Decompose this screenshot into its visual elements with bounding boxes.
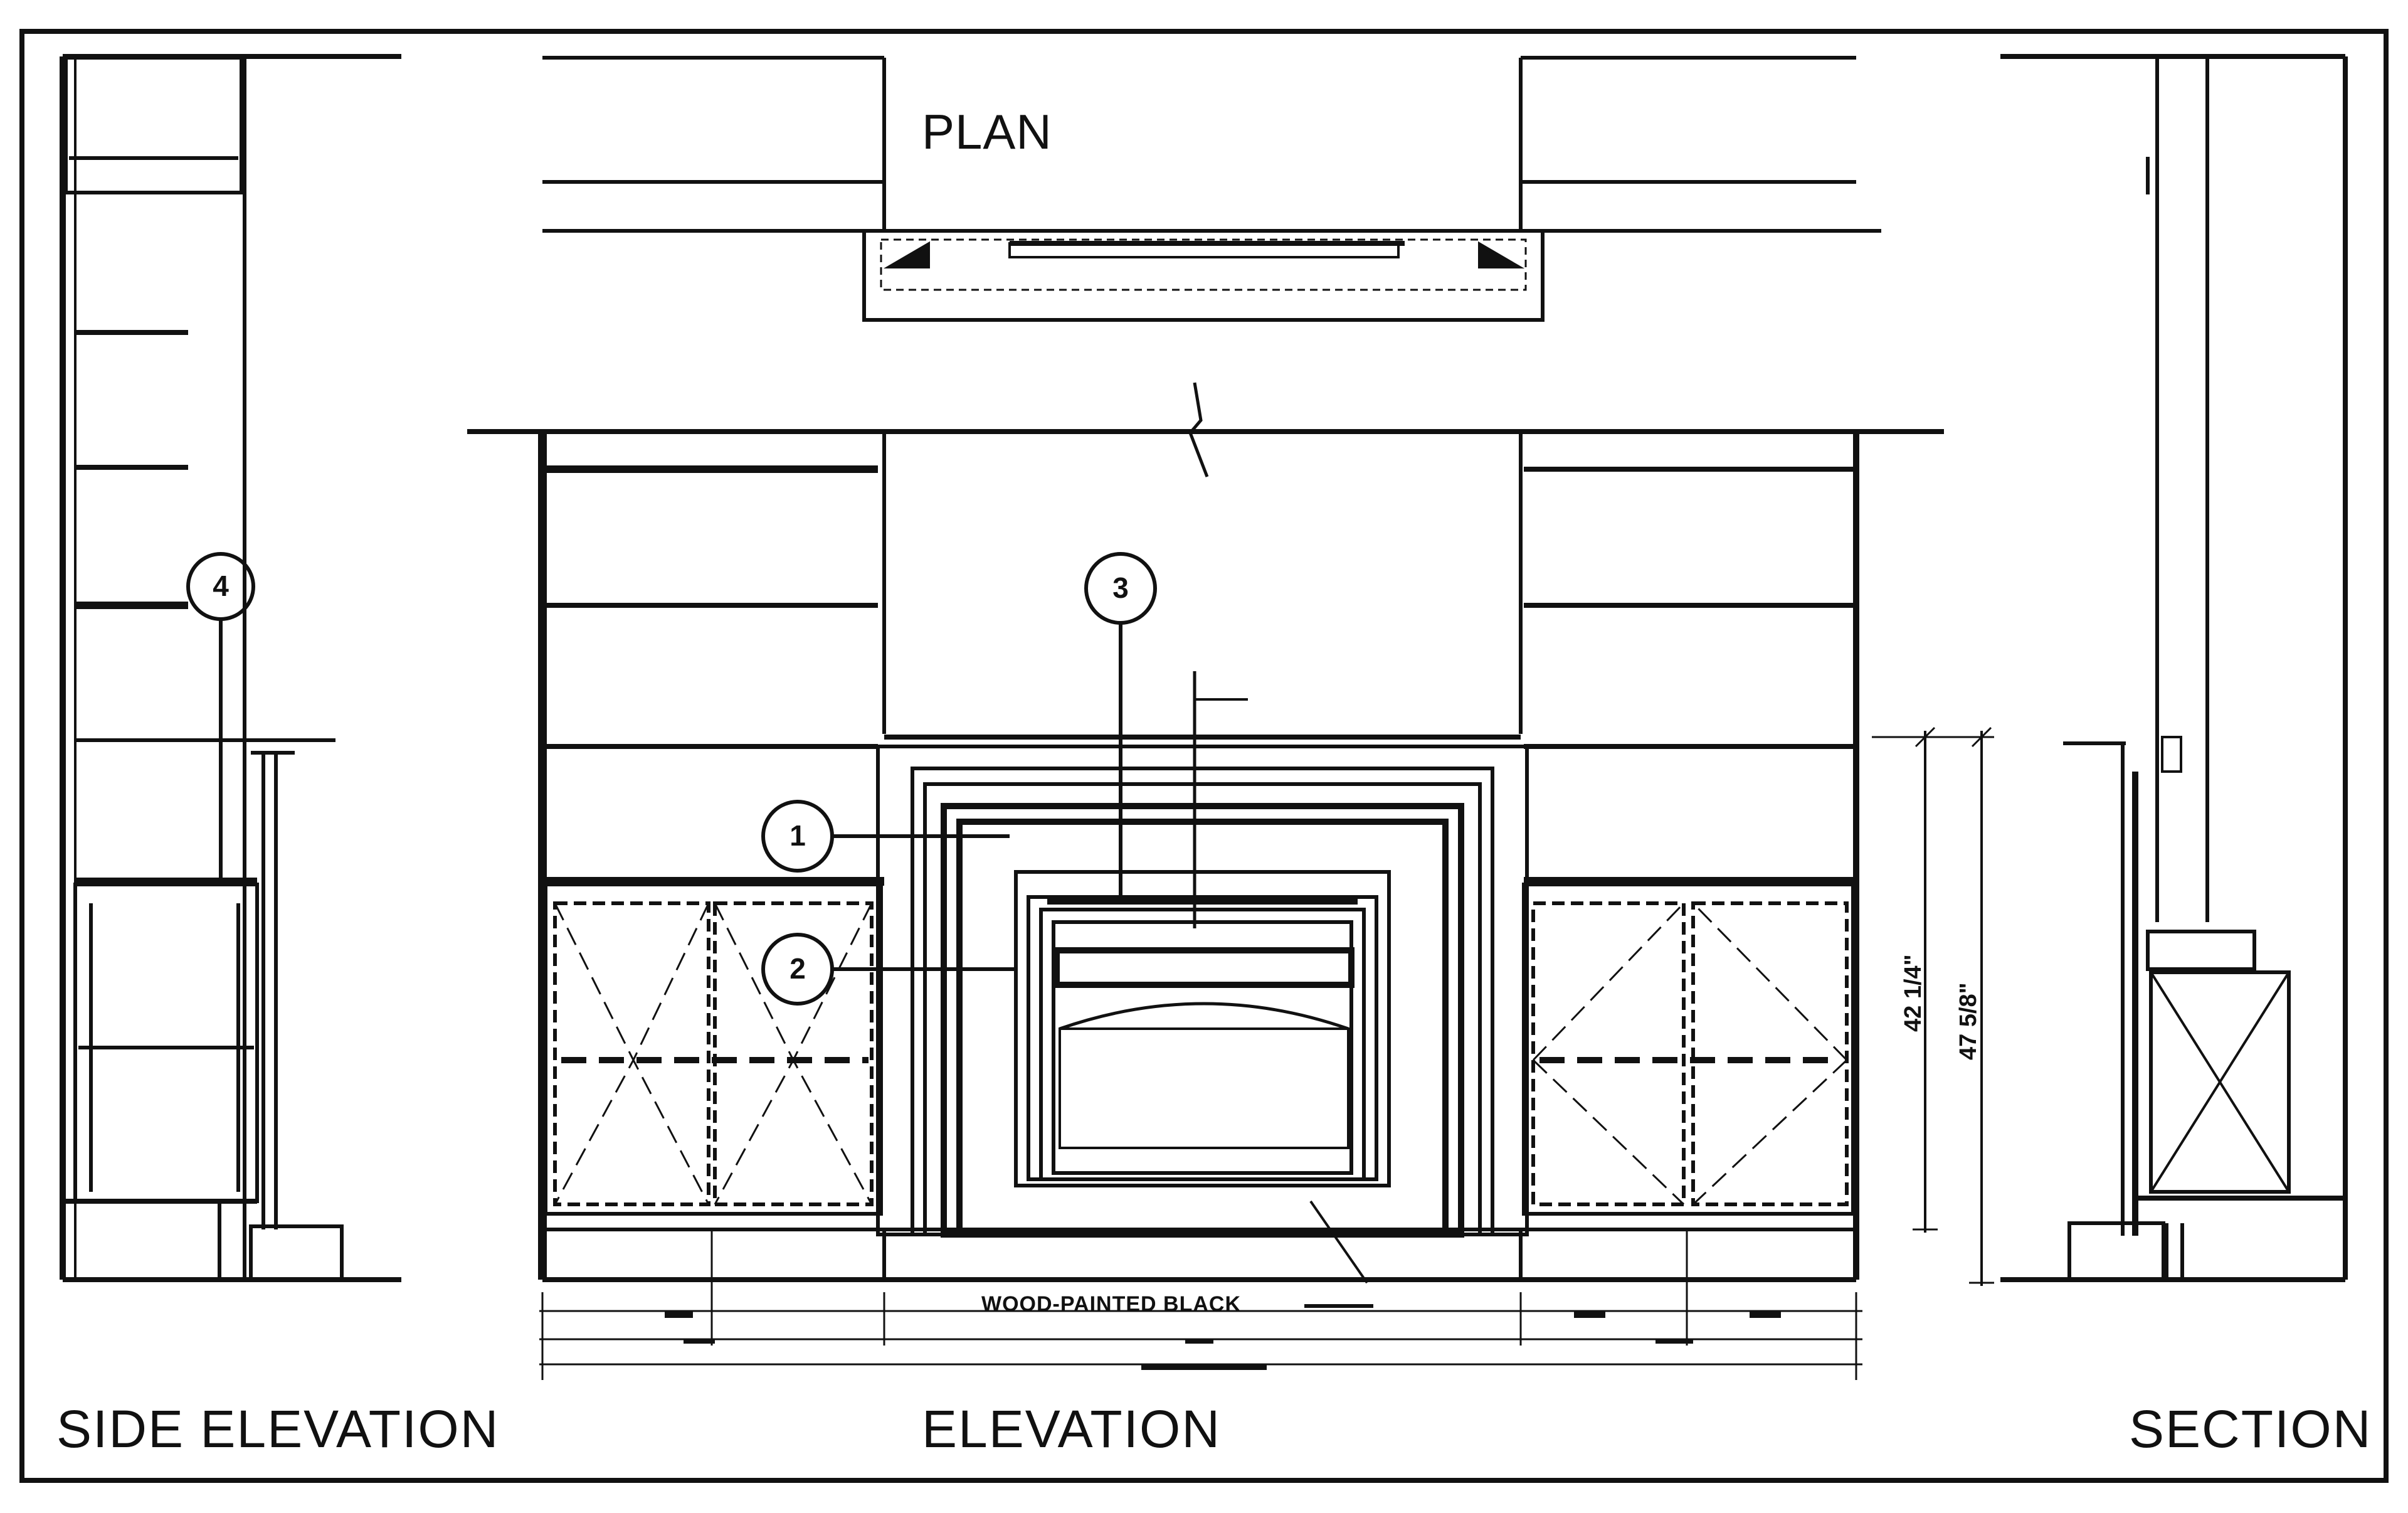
plan-view [542, 56, 1881, 322]
section-view [1872, 54, 2348, 1286]
sheet-border [19, 29, 2389, 1483]
callout-3: 3 [1112, 571, 1129, 604]
finish-note: WOOD-PAINTED BLACK [981, 1292, 1241, 1316]
plan-title: PLAN [922, 104, 1052, 159]
section-title: SECTION [2129, 1399, 2372, 1458]
height-dimension-a: 42 1/4" [1900, 954, 1926, 1032]
side-elevation-title: SIDE ELEVATION [56, 1399, 500, 1458]
elevation-title: ELEVATION [922, 1399, 1222, 1458]
callout-1: 1 [789, 819, 806, 852]
elevation-view [467, 382, 1944, 1380]
callout-4: 4 [213, 570, 229, 602]
callout-2: 2 [789, 952, 806, 985]
side-elevation-view [60, 54, 401, 1282]
height-dimension-b: 47 5/8" [1955, 982, 1982, 1060]
